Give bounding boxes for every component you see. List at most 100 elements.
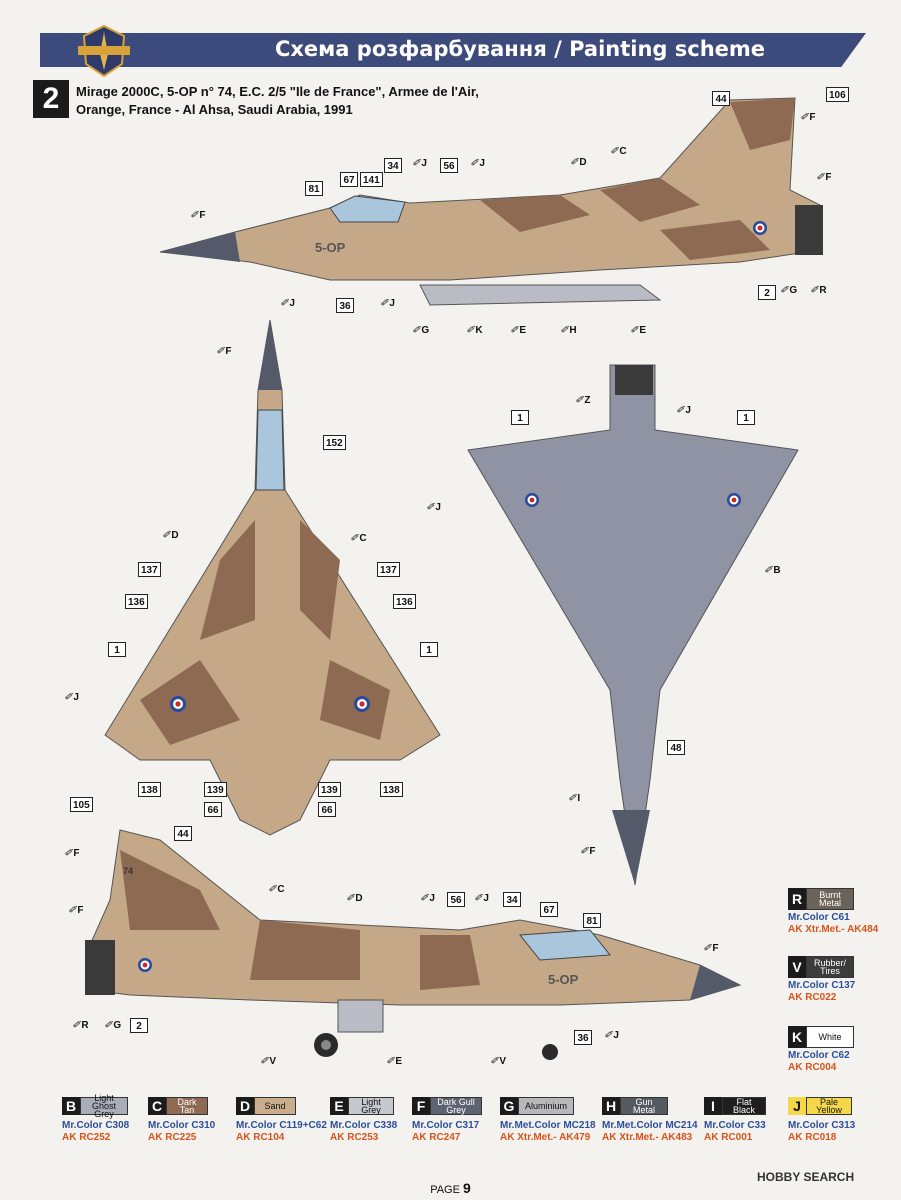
paint-key-c: C Dark Tan <box>148 1097 208 1115</box>
color-ref-j: ✐J <box>380 298 395 309</box>
color-ref-g: ✐G <box>104 1020 122 1031</box>
callout-139: 139 <box>318 782 341 797</box>
color-ref-i: ✐I <box>568 793 581 804</box>
callout-1: 1 <box>108 642 126 657</box>
callout-48: 48 <box>667 740 685 755</box>
color-ref-g: ✐G <box>780 285 798 296</box>
callout-81: 81 <box>583 913 601 928</box>
callout-137: 137 <box>138 562 161 577</box>
callout-81: 81 <box>305 181 323 196</box>
callout-141: 141 <box>360 172 383 187</box>
color-ref-j: ✐J <box>64 692 79 703</box>
color-ref-e: ✐E <box>510 325 527 336</box>
aircraft-code-top: 5-OP <box>315 240 346 255</box>
fin-code: 74 <box>123 866 134 876</box>
color-ref-e: ✐E <box>386 1056 403 1067</box>
color-ref-v: ✐V <box>490 1056 507 1067</box>
paint-key-f: F Dark Gull Grey <box>412 1097 482 1115</box>
callout-66: 66 <box>318 802 336 817</box>
paint-key-g: G Aluminium <box>500 1097 574 1115</box>
callout-56: 56 <box>440 158 458 173</box>
callout-56: 56 <box>447 892 465 907</box>
color-ref-d: ✐D <box>346 893 363 904</box>
callout-1: 1 <box>420 642 438 657</box>
page-number: PAGE 9 <box>430 1180 471 1196</box>
color-ref-c: ✐C <box>610 146 627 157</box>
paint-key-h: H Gun Metal <box>602 1097 668 1115</box>
color-ref-r: ✐R <box>72 1020 89 1031</box>
callout-67: 67 <box>540 902 558 917</box>
paint-key-d: D Sand <box>236 1097 296 1115</box>
color-ref-f: ✐F <box>703 943 719 954</box>
paint-key-b: B Light Ghost Grey <box>62 1094 128 1119</box>
color-ref-j: ✐J <box>604 1030 619 1041</box>
paint-key-r: R Burnt Metal <box>788 888 854 910</box>
callout-105: 105 <box>70 797 93 812</box>
scheme-title-line2: Orange, France - Al Ahsa, Saudi Arabia, … <box>76 102 353 117</box>
callout-44: 44 <box>712 91 730 106</box>
callout-67: 67 <box>340 172 358 187</box>
color-ref-f: ✐F <box>580 846 596 857</box>
callout-137: 137 <box>377 562 400 577</box>
paint-key-k: K White <box>788 1026 854 1048</box>
callout-138: 138 <box>380 782 403 797</box>
color-ref-f: ✐F <box>216 346 232 357</box>
callout-136: 136 <box>393 594 416 609</box>
paint-key-e: E Light Grey <box>330 1097 394 1115</box>
bottom-view <box>467 364 799 886</box>
color-ref-j: ✐J <box>676 405 691 416</box>
callout-36: 36 <box>574 1030 592 1045</box>
page-title: Схема розфарбування / Painting scheme <box>274 37 766 61</box>
color-ref-r: ✐R <box>810 285 827 296</box>
modelsvit-logo <box>78 24 130 78</box>
color-ref-k: ✐K <box>466 325 483 336</box>
top-view <box>104 319 441 836</box>
color-ref-j: ✐J <box>412 158 427 169</box>
color-ref-d: ✐D <box>162 530 179 541</box>
scheme-number: 2 <box>33 80 69 118</box>
scheme-title-line1: Mirage 2000C, 5-OP n° 74, E.C. 2/5 "Ile … <box>76 84 479 99</box>
callout-106: 106 <box>826 87 849 102</box>
callout-152: 152 <box>323 435 346 450</box>
color-ref-f: ✐F <box>64 848 80 859</box>
color-ref-j: ✐J <box>426 502 441 513</box>
color-ref-h: ✐H <box>560 325 577 336</box>
aircraft-code-bottom: 5-OP <box>548 972 579 987</box>
color-ref-z: ✐Z <box>575 395 591 406</box>
callout-136: 136 <box>125 594 148 609</box>
paint-key-v: V Rubber/ Tires <box>788 956 854 978</box>
color-ref-v: ✐V <box>260 1056 277 1067</box>
callout-44: 44 <box>174 826 192 841</box>
title-banner <box>40 33 866 67</box>
callout-1: 1 <box>511 410 529 425</box>
watermark: HOBBY SEARCH <box>757 1170 855 1184</box>
callout-34: 34 <box>384 158 402 173</box>
color-ref-j: ✐J <box>474 893 489 904</box>
color-ref-c: ✐C <box>350 533 367 544</box>
color-ref-f: ✐F <box>190 210 206 221</box>
color-ref-d: ✐D <box>570 157 587 168</box>
color-ref-b: ✐B <box>764 565 781 576</box>
color-ref-f: ✐F <box>68 905 84 916</box>
paint-key-i: I Flat Black <box>704 1097 766 1115</box>
color-ref-e: ✐E <box>630 325 647 336</box>
callout-66: 66 <box>204 802 222 817</box>
callout-1: 1 <box>737 410 755 425</box>
color-ref-c: ✐C <box>268 884 285 895</box>
side-view-left-facing <box>159 97 823 306</box>
color-ref-f: ✐F <box>800 112 816 123</box>
callout-36: 36 <box>336 298 354 313</box>
side-view-right-facing <box>85 829 742 1060</box>
